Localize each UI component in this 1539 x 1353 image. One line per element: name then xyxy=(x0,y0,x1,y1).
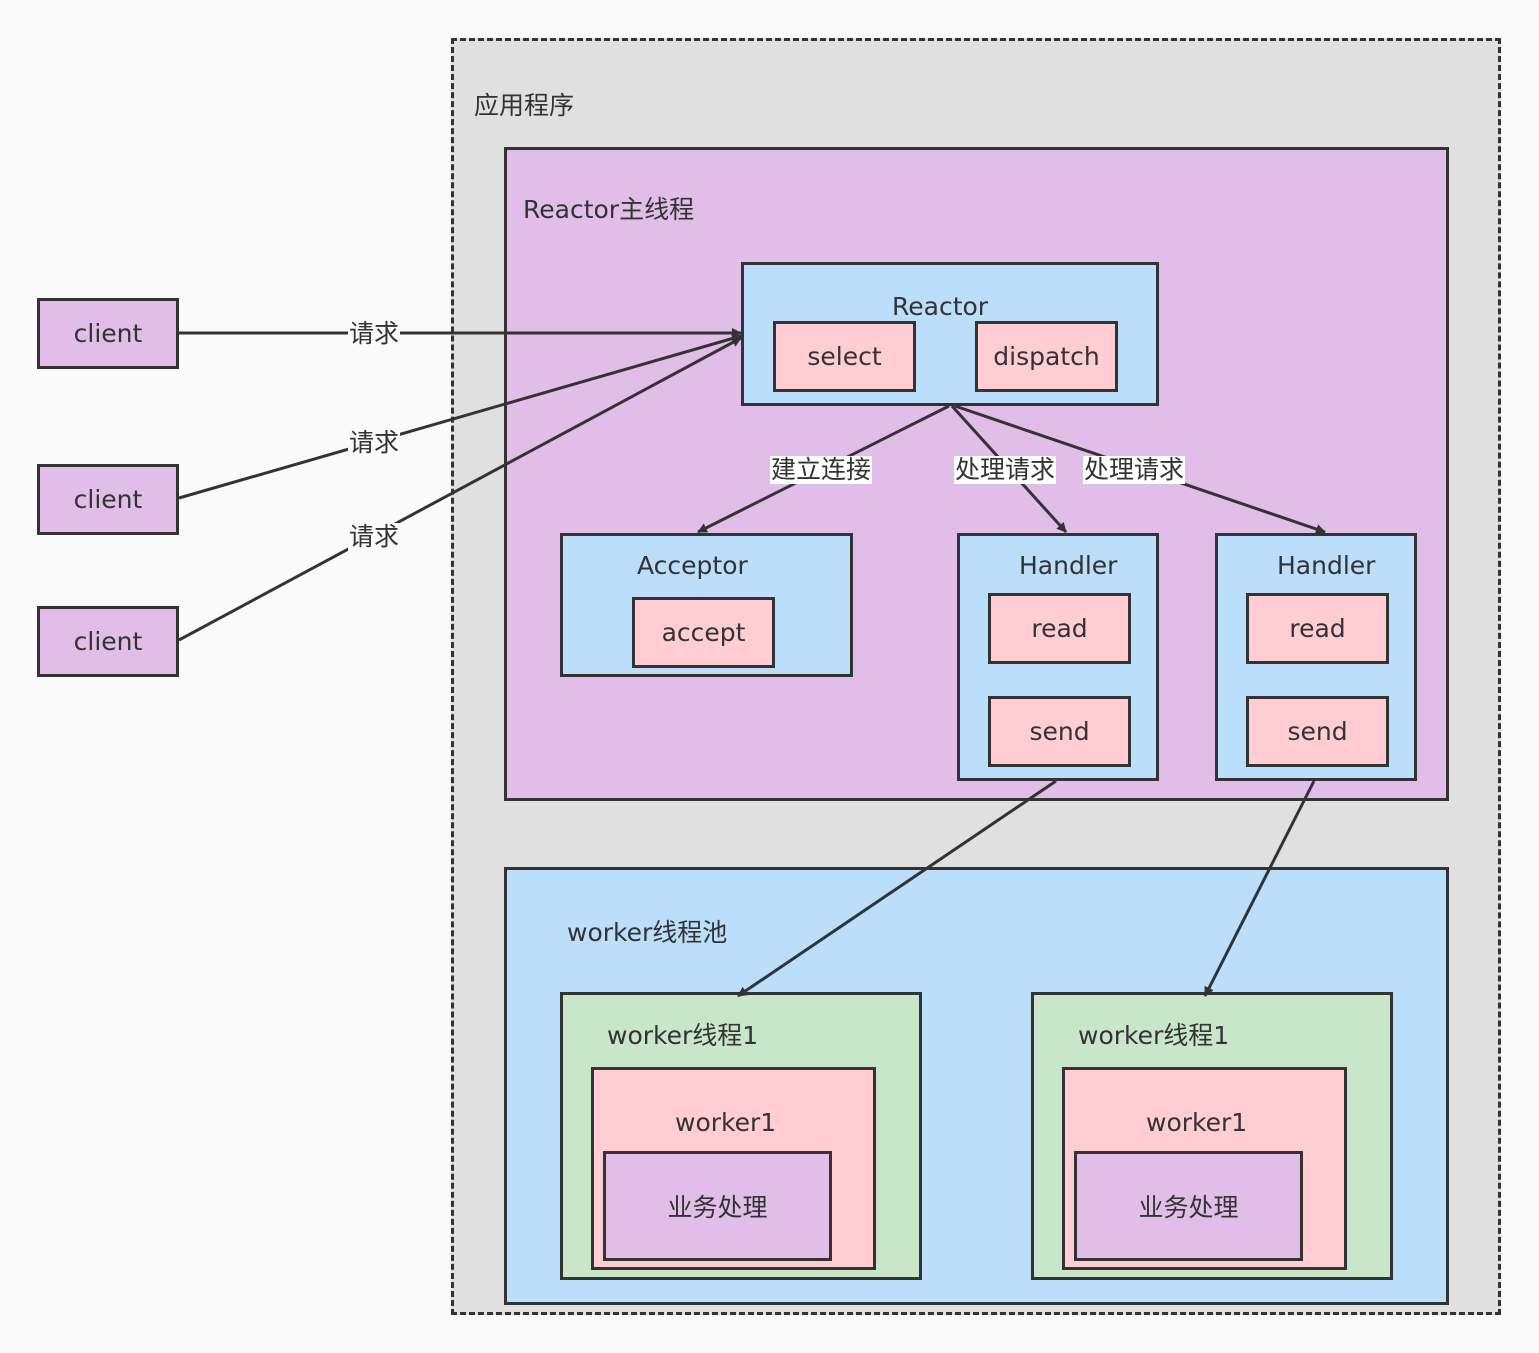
client-node-2[interactable]: client xyxy=(37,464,179,535)
worker-thread-title: worker线程1 xyxy=(1078,1021,1230,1050)
select-label: select xyxy=(807,342,882,371)
read-node[interactable]: read xyxy=(988,593,1131,664)
client-label: client xyxy=(73,485,143,514)
read-node[interactable]: read xyxy=(1246,593,1389,664)
business-process-node[interactable]: 业务处理 xyxy=(603,1151,832,1261)
client-node-3[interactable]: client xyxy=(37,606,179,677)
client-label: client xyxy=(73,319,143,348)
edge-label-handle-request: 处理请求 xyxy=(1083,455,1186,484)
dispatch-node[interactable]: dispatch xyxy=(975,321,1118,392)
client-node-1[interactable]: client xyxy=(37,298,179,369)
read-label: read xyxy=(1031,614,1088,643)
send-label: send xyxy=(1287,717,1348,746)
edge-label-connect: 建立连接 xyxy=(770,455,873,484)
acceptor-title: Acceptor xyxy=(637,551,748,580)
send-node[interactable]: send xyxy=(1246,696,1389,767)
handler-title: Handler xyxy=(1277,551,1376,580)
select-node[interactable]: select xyxy=(773,321,916,392)
reactor-title: Reactor xyxy=(892,292,989,321)
edge-label-handle-request: 处理请求 xyxy=(954,455,1057,484)
read-label: read xyxy=(1289,614,1346,643)
business-process-node[interactable]: 业务处理 xyxy=(1074,1151,1303,1261)
send-label: send xyxy=(1029,717,1090,746)
handler-title: Handler xyxy=(1019,551,1118,580)
edge-label-request: 请求 xyxy=(348,319,401,348)
accept-node[interactable]: accept xyxy=(632,597,775,668)
business-process-label: 业务处理 xyxy=(1138,1193,1239,1222)
edge-label-request: 请求 xyxy=(348,522,401,551)
accept-label: accept xyxy=(661,618,746,647)
edge-label-request: 请求 xyxy=(348,428,401,457)
application-title: 应用程序 xyxy=(474,91,575,120)
worker-thread-title: worker线程1 xyxy=(607,1021,759,1050)
business-process-label: 业务处理 xyxy=(667,1193,768,1222)
worker-title: worker1 xyxy=(675,1108,777,1137)
send-node[interactable]: send xyxy=(988,696,1131,767)
worker-title: worker1 xyxy=(1146,1108,1248,1137)
worker-pool-title: worker线程池 xyxy=(567,918,728,947)
dispatch-label: dispatch xyxy=(993,342,1100,371)
reactor-main-thread-title: Reactor主线程 xyxy=(523,195,695,224)
client-label: client xyxy=(73,627,143,656)
